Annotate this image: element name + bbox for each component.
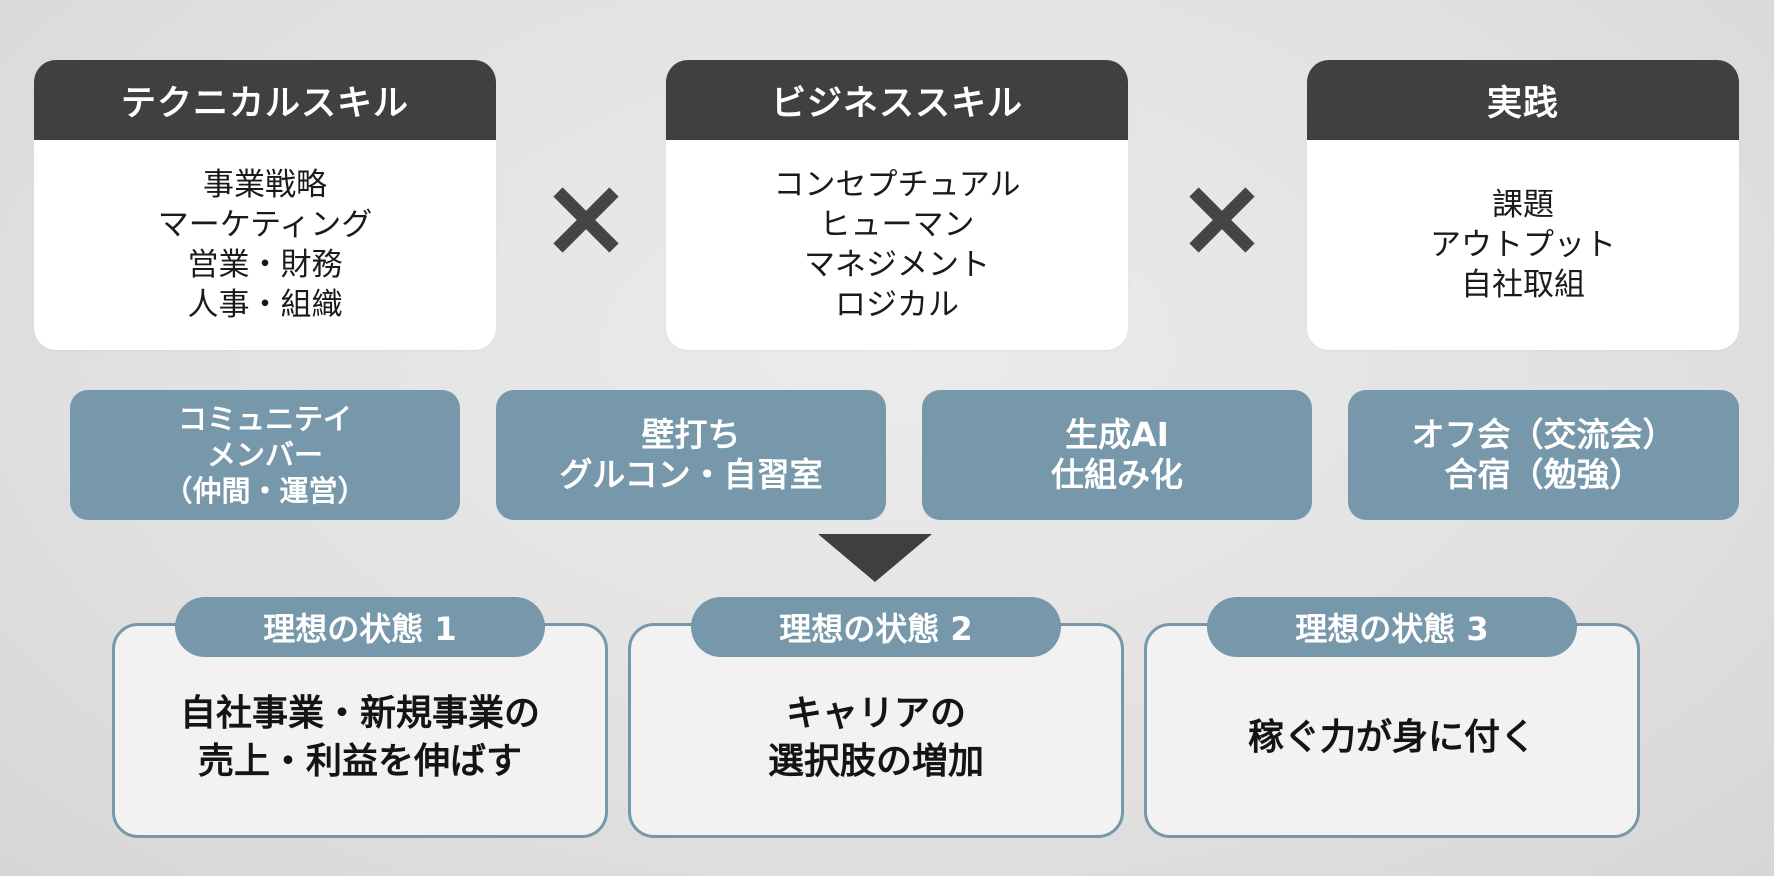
skill-card-body: 課題 アウトプット 自社取組	[1307, 140, 1739, 350]
skill-item: 人事・組織	[187, 287, 343, 323]
skill-card-technical: テクニカルスキル 事業戦略 マーケティング 営業・財務 人事・組織	[34, 60, 496, 350]
ideal-text: 稼ぐ力が身に付く	[1247, 716, 1536, 758]
ideal-text: 自社事業・新規事業の	[179, 692, 540, 734]
skill-item: 事業戦略	[203, 167, 327, 203]
feature-box-consulting: 壁打ち グルコン・自習室	[496, 390, 886, 520]
ideal-label-2: 理想の状態 2	[691, 597, 1061, 657]
skill-card-title: ビジネススキル	[666, 60, 1128, 140]
ideal-card-3: 稼ぐ力が身に付く	[1144, 623, 1640, 838]
feature-text: 壁打ち	[641, 415, 741, 454]
ideal-text: 選択肢の増加	[767, 740, 984, 782]
ideal-label-3: 理想の状態 3	[1207, 597, 1577, 657]
skill-item: 営業・財務	[187, 247, 343, 283]
feature-box-generative-ai: 生成AI 仕組み化	[922, 390, 1312, 520]
skill-item: マネジメント	[804, 247, 990, 283]
arrow-down-icon	[818, 534, 932, 582]
skill-item: ロジカル	[835, 287, 959, 323]
ideal-label-1: 理想の状態 1	[175, 597, 545, 657]
multiply-icon	[541, 175, 631, 265]
feature-text: グルコン・自習室	[559, 455, 823, 494]
skill-item: マーケティング	[157, 207, 373, 243]
multiply-icon-shape	[1189, 187, 1255, 253]
multiply-icon	[1177, 175, 1267, 265]
skill-item: アウトプット	[1430, 227, 1616, 263]
feature-text: 合宿（勉強）	[1444, 455, 1643, 494]
feature-text: 仕組み化	[1051, 455, 1183, 494]
feature-text: コミュニテイ	[177, 402, 352, 436]
skill-item: コンセプチュアル	[773, 167, 1021, 203]
skill-card-title: 実践	[1307, 60, 1739, 140]
feature-text: 生成AI	[1065, 415, 1169, 454]
feature-box-community: コミュニテイ メンバー （仲間・運営）	[70, 390, 460, 520]
multiply-icon-shape	[553, 187, 619, 253]
feature-text: （仲間・運営）	[163, 474, 367, 508]
skill-item: 自社取組	[1461, 267, 1585, 303]
skill-card-body: コンセプチュアル ヒューマン マネジメント ロジカル	[666, 140, 1128, 350]
skill-card-business: ビジネススキル コンセプチュアル ヒューマン マネジメント ロジカル	[666, 60, 1128, 350]
skill-card-body: 事業戦略 マーケティング 営業・財務 人事・組織	[34, 140, 496, 350]
ideal-card-1: 自社事業・新規事業の 売上・利益を伸ばす	[112, 623, 608, 838]
feature-text: オフ会（交流会）	[1411, 415, 1676, 454]
skill-item: ヒューマン	[819, 207, 975, 243]
ideal-text: 売上・利益を伸ばす	[197, 740, 522, 782]
skill-card-title: テクニカルスキル	[34, 60, 496, 140]
feature-box-offline-events: オフ会（交流会） 合宿（勉強）	[1348, 390, 1739, 520]
skill-card-practice: 実践 課題 アウトプット 自社取組	[1307, 60, 1739, 350]
ideal-text: キャリアの	[785, 692, 966, 734]
feature-text: メンバー	[206, 438, 323, 472]
skill-item: 課題	[1492, 187, 1554, 223]
